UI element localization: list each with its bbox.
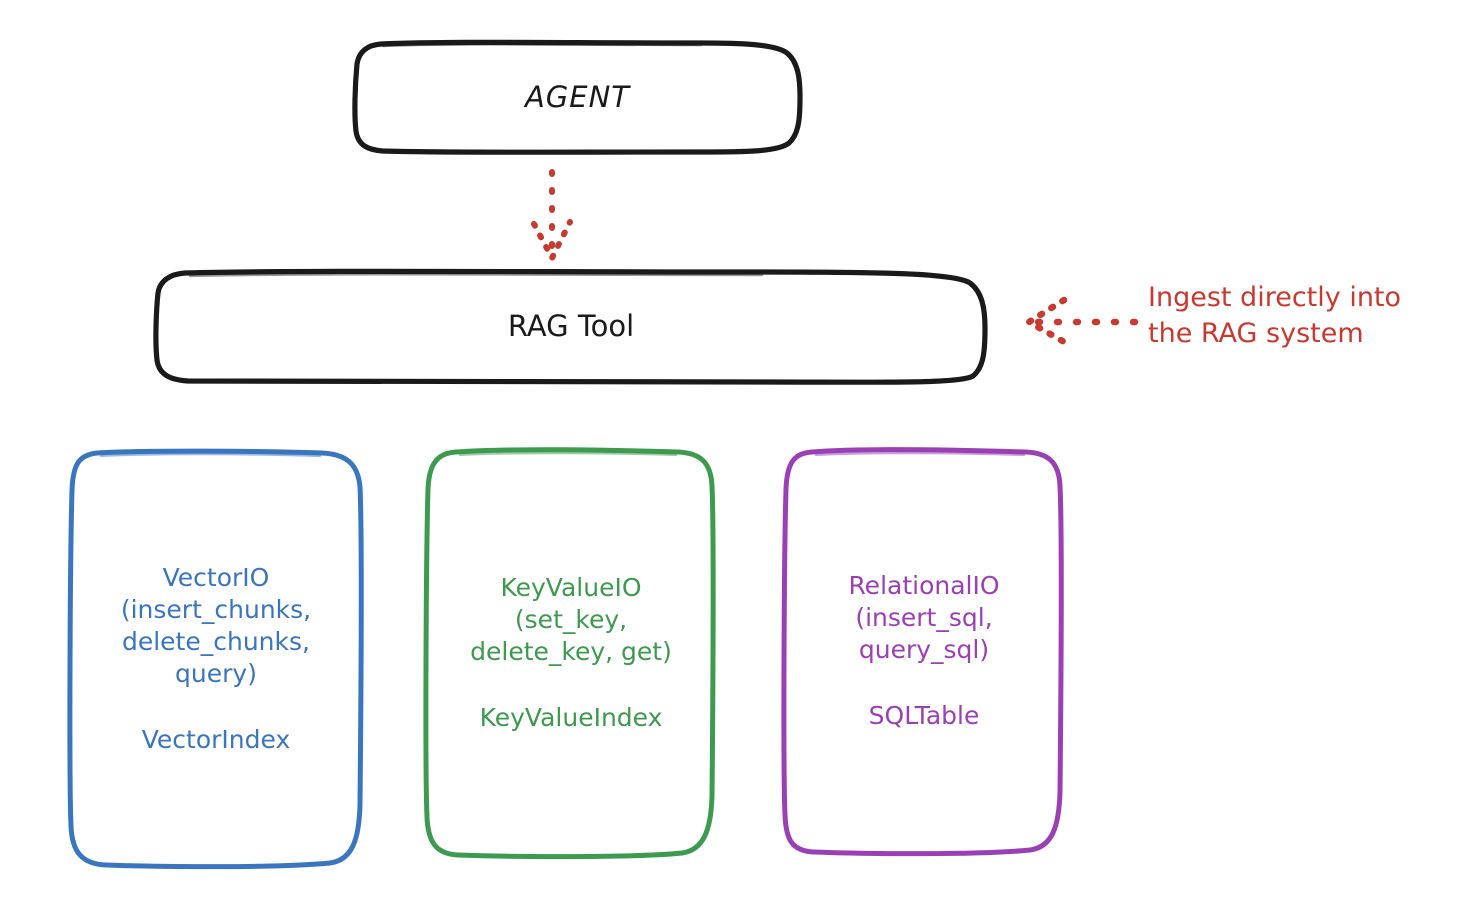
key-value-io-api-label: KeyValueIO (set_key, delete_key, get) [470, 572, 672, 666]
ingest-arrow [1025, 296, 1139, 347]
relational-io-node[interactable]: RelationalIO (insert_sql, query_sql) SQL… [788, 450, 1060, 852]
vector-io-index-label: VectorIndex [141, 725, 291, 754]
key-value-io-index-label: KeyValueIndex [479, 702, 663, 732]
vector-io-api-label: VectorIO (insert_chunks, delete_chunks, … [120, 563, 312, 688]
relational-io-api-label: RelationalIO (insert_sql, query_sql) [848, 571, 1000, 664]
relational-io-index-label: SQLTable [868, 701, 980, 730]
key-value-io-node[interactable]: KeyValueIO (set_key, delete_key, get) Ke… [430, 450, 712, 855]
agent-to-rag-tool-arrow [531, 169, 573, 261]
ingest-annotation-label: Ingest directly into the RAG system [1148, 282, 1402, 350]
agent-node-label[interactable]: AGENT [524, 79, 631, 114]
vector-io-node[interactable]: VectorIO (insert_chunks, delete_chunks, … [72, 452, 360, 866]
rag-tool-node-label[interactable]: RAG Tool [507, 309, 635, 344]
